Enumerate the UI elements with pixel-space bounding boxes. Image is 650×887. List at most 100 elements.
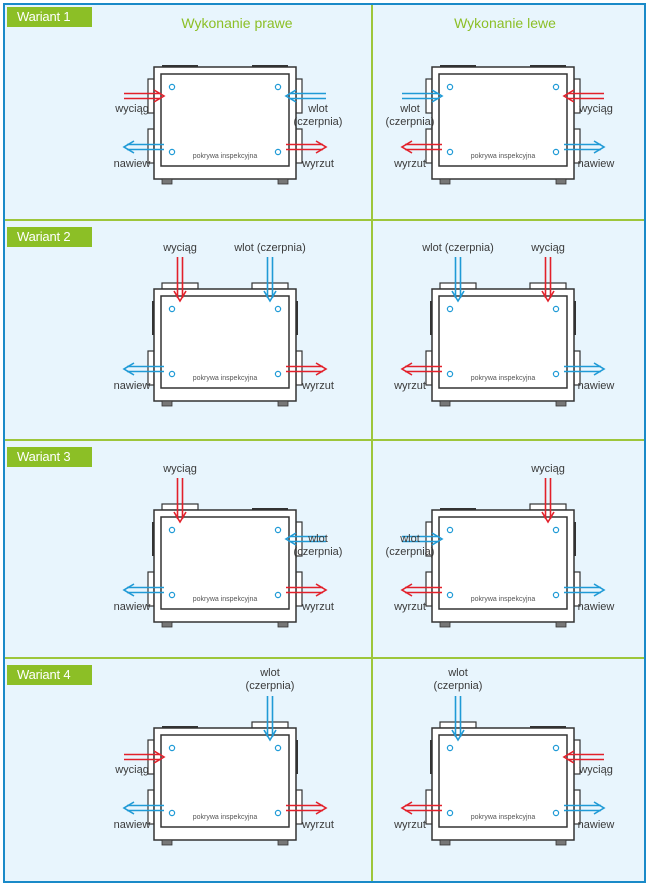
label-wlot: wlot	[447, 667, 468, 679]
device-foot	[277, 621, 289, 628]
screw-icon	[446, 526, 454, 534]
port-wyrzut: wyrzut	[393, 362, 442, 392]
side-port-right-top-closed	[574, 522, 576, 556]
top-port-left	[439, 282, 477, 290]
label-czerpnia: (czerpnia)	[386, 116, 435, 128]
port-wyciag: wyciąg	[162, 463, 197, 524]
port-wyrzut: wyrzut	[393, 801, 442, 831]
label-czerpnia: (czerpnia)	[386, 546, 435, 558]
port-nawiew: nawiew	[114, 801, 164, 831]
port-wyrzut: wyrzut	[286, 140, 334, 170]
side-port-left-top	[425, 78, 433, 114]
nawiew-arrow-icon	[564, 140, 606, 154]
label-wyrzut: wyrzut	[301, 601, 334, 613]
label-wyciag: wyciąg	[578, 764, 613, 776]
label-nawiew: nawiew	[114, 380, 151, 392]
port-wlot: wlot(czerpnia)	[284, 89, 343, 128]
label-czerpnia: (czerpnia)	[294, 546, 343, 558]
wyrzut-arrow-icon	[286, 583, 328, 597]
label-nawiew: nawiew	[578, 380, 615, 392]
inspection-cover	[438, 734, 568, 828]
side-port-left-top-closed	[430, 740, 432, 774]
label-wyciag: wyciąg	[114, 103, 149, 115]
screw-icon	[168, 809, 176, 817]
label-wyrzut: wyrzut	[301, 819, 334, 831]
side-port-right-top-closed	[296, 740, 298, 774]
wyciag-arrow-icon	[541, 478, 555, 524]
screw-icon	[168, 744, 176, 752]
screw-icon	[274, 305, 282, 313]
side-port-left-bottom	[425, 789, 433, 825]
cover-label: pokrywa inspekcyjna	[193, 596, 258, 603]
device-foot	[439, 400, 451, 407]
label-wyciag: wyciąg	[162, 242, 197, 254]
side-port-right-bottom	[295, 128, 303, 164]
device-foot	[161, 839, 173, 846]
label-wlot: wlot	[399, 103, 420, 115]
label-nawiew: nawiew	[578, 819, 615, 831]
device-foot	[277, 178, 289, 185]
screw-icon	[274, 809, 282, 817]
port-nawiew: nawiew	[114, 583, 164, 613]
label-wlot: wlot	[307, 533, 328, 545]
port-wlot: wlot (czerpnia)	[421, 242, 494, 303]
port-wyciag: wyciąg	[114, 89, 166, 115]
label-wyciag: wyciąg	[114, 764, 149, 776]
side-port-left-top-closed	[152, 301, 154, 335]
wyrzut-arrow-icon	[286, 140, 328, 154]
port-wlot: wlot(czerpnia)	[246, 667, 295, 742]
wlot-arrow-icon	[284, 532, 326, 546]
port-wyciag: wyciąg	[114, 750, 166, 776]
inspection-cover	[160, 734, 290, 828]
top-port-left-closed	[162, 726, 198, 728]
wyciag-arrow-icon	[173, 257, 187, 303]
label-wlot: wlot (czerpnia)	[421, 242, 494, 254]
screw-icon	[552, 148, 560, 156]
variant-badge-2: Wariant 2	[7, 227, 92, 247]
top-port-right	[529, 282, 567, 290]
label-wyrzut: wyrzut	[393, 819, 426, 831]
wyciag-arrow-icon	[124, 750, 166, 764]
port-wyrzut: wyrzut	[286, 362, 334, 392]
variant-badge-3: Wariant 3	[7, 447, 92, 467]
variant-badge-1: Wariant 1	[7, 7, 92, 27]
label-wyrzut: wyrzut	[393, 601, 426, 613]
cover-label: pokrywa inspekcyjna	[193, 814, 258, 821]
port-wyciag: wyciąg	[530, 463, 565, 524]
screw-icon	[168, 83, 176, 91]
wlot-arrow-icon	[263, 257, 277, 303]
screw-icon	[446, 744, 454, 752]
port-wlot: wlot(czerpnia)	[386, 532, 444, 558]
label-czerpnia: (czerpnia)	[434, 680, 483, 692]
wyrzut-arrow-icon	[286, 362, 328, 376]
device-3-left: pokrywa inspekcyjna wlot(czerpnia) wyciąg w…	[386, 463, 614, 628]
top-port-left	[161, 503, 199, 511]
side-port-left-bottom	[425, 128, 433, 164]
side-port-right-bottom	[295, 571, 303, 607]
side-port-left-bottom	[425, 571, 433, 607]
screw-icon	[274, 591, 282, 599]
wlot-arrow-icon	[284, 89, 326, 103]
label-wlot: wlot (czerpnia)	[233, 242, 306, 254]
label-czerpnia: (czerpnia)	[294, 116, 343, 128]
screw-icon	[552, 370, 560, 378]
wyciag-arrow-icon	[173, 478, 187, 524]
port-nawiew: nawiew	[564, 362, 615, 392]
inspection-cover	[438, 516, 568, 610]
label-czerpnia: (czerpnia)	[246, 680, 295, 692]
label-wlot: wlot	[307, 103, 328, 115]
side-port-left-top-closed	[152, 522, 154, 556]
side-port-right-bottom	[295, 789, 303, 825]
wlot-arrow-icon	[402, 532, 444, 546]
label-wyciag: wyciąg	[578, 103, 613, 115]
top-port-left	[161, 282, 199, 290]
top-port-right-closed	[252, 65, 288, 67]
cover-label: pokrywa inspekcyjna	[471, 596, 536, 603]
screw-icon	[168, 148, 176, 156]
port-wyciag: wyciąg	[562, 89, 613, 115]
nawiew-arrow-icon	[564, 362, 606, 376]
screw-icon	[446, 370, 454, 378]
